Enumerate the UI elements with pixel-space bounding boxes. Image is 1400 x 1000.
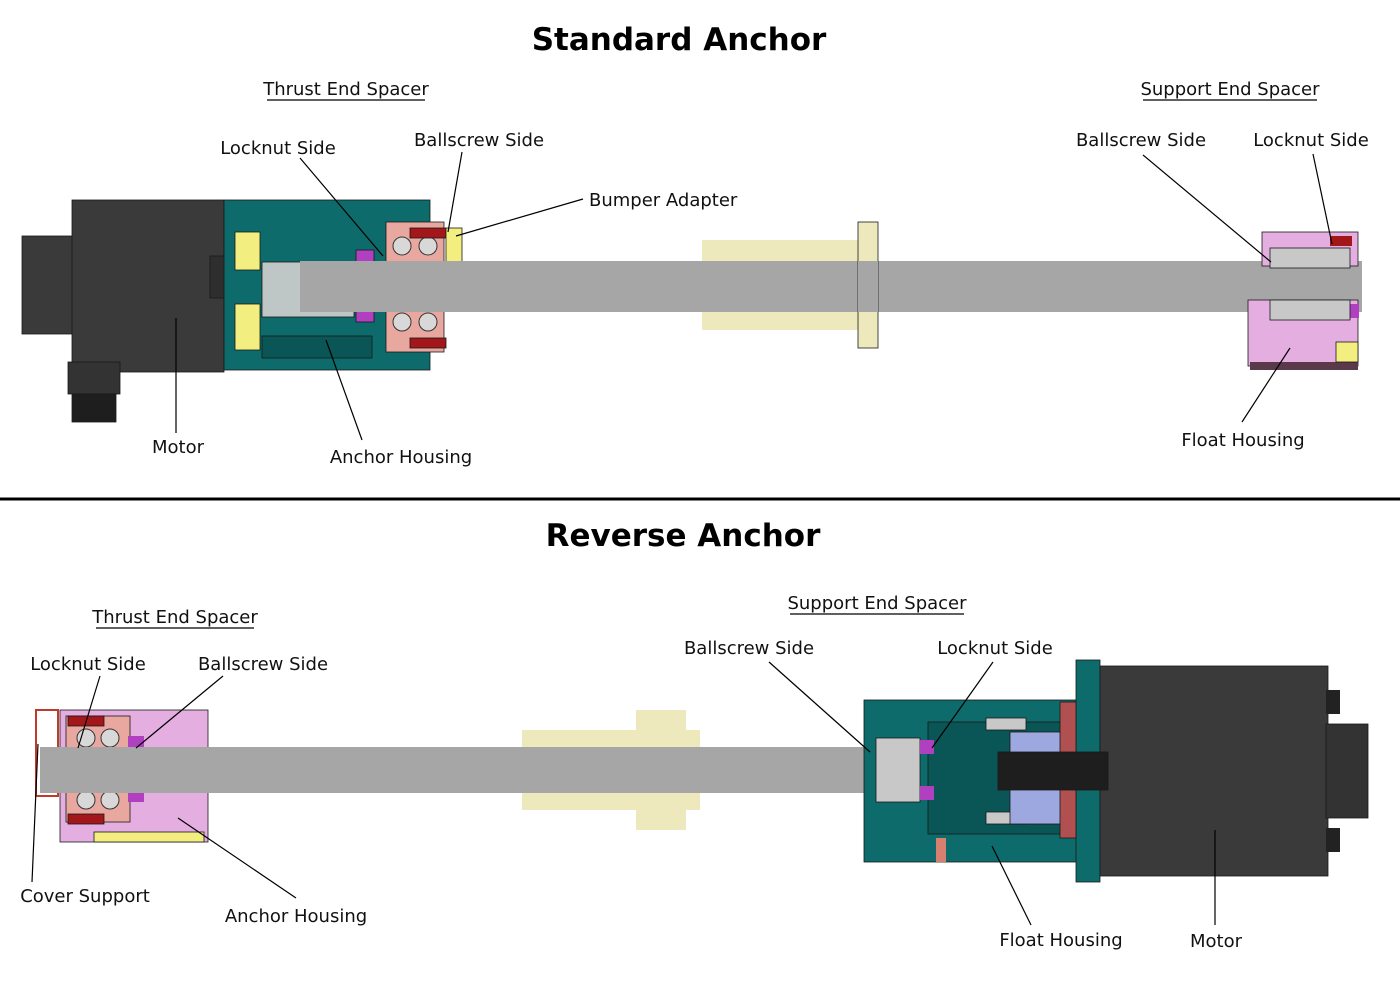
standard-locknut-side-thrust-label: Locknut Side	[220, 138, 336, 159]
reverse-ballscrew-side-thrust-label: Ballscrew Side	[198, 654, 328, 675]
reverse-ball-nut	[522, 710, 700, 830]
standard-support-end-header: Support End Spacer	[1140, 79, 1320, 100]
reverse-cover-support-label: Cover Support	[20, 886, 150, 907]
reverse-float-housing-label: Float Housing	[999, 930, 1122, 951]
reverse-anchor-housing-leader	[177, 817, 297, 899]
reverse-ballscrew-shaft	[40, 747, 1000, 793]
reverse-ballscrew-support-leader	[768, 661, 871, 753]
standard-anchor-title: Standard Anchor	[532, 22, 827, 58]
reverse-cover-support-leader	[31, 743, 39, 883]
standard-bumper-adapter-label: Bumper Adapter	[589, 190, 738, 211]
reverse-locknut-support-leader	[931, 661, 994, 749]
standard-ball-nut	[702, 221, 879, 349]
reverse-motor	[997, 665, 1369, 877]
standard-locknut-side-support-label: Locknut Side	[1253, 130, 1369, 151]
standard-ballscrew-thrust-leader	[447, 151, 463, 233]
standard-bumper-adapter	[445, 227, 463, 263]
standard-locknut-thrust-leader	[299, 157, 384, 257]
reverse-anchor-section: Reverse Anchor Thrust End Spacer Support…	[20, 518, 1369, 952]
standard-ballscrew-side-support-label: Ballscrew Side	[1076, 130, 1206, 151]
reverse-motor-label: Motor	[1190, 931, 1243, 952]
reverse-locknut-side-thrust-label: Locknut Side	[30, 654, 146, 675]
standard-anchor-section: Standard Anchor Thrust End Spacer Suppor…	[21, 22, 1369, 468]
standard-float-housing	[1247, 231, 1359, 370]
standard-float-housing-label: Float Housing	[1181, 430, 1304, 451]
reverse-ballscrew-thrust-leader	[135, 675, 224, 749]
standard-bumper-adapter-leader	[455, 198, 584, 237]
reverse-locknut-thrust-leader	[77, 675, 101, 749]
standard-float-housing-leader	[1241, 347, 1291, 423]
standard-anchor-housing-label: Anchor Housing	[330, 447, 472, 468]
standard-ballscrew-support-leader	[1142, 154, 1272, 263]
reverse-anchor-title: Reverse Anchor	[546, 518, 821, 554]
reverse-thrust-end-header: Thrust End Spacer	[91, 607, 258, 628]
standard-ballscrew-side-thrust-label: Ballscrew Side	[414, 130, 544, 151]
reverse-locknut-side-support-label: Locknut Side	[937, 638, 1053, 659]
reverse-anchor-housing-label: Anchor Housing	[225, 906, 367, 927]
reverse-ballscrew-side-support-label: Ballscrew Side	[684, 638, 814, 659]
standard-anchor-housing-leader	[325, 339, 363, 441]
reverse-float-housing-leader	[991, 845, 1032, 926]
standard-thrust-bearings	[355, 221, 447, 353]
standard-thrust-end-header: Thrust End Spacer	[262, 79, 429, 100]
reverse-support-end-header: Support End Spacer	[787, 593, 967, 614]
standard-motor-label: Motor	[152, 437, 205, 458]
standard-locknut-support-leader	[1312, 153, 1333, 245]
